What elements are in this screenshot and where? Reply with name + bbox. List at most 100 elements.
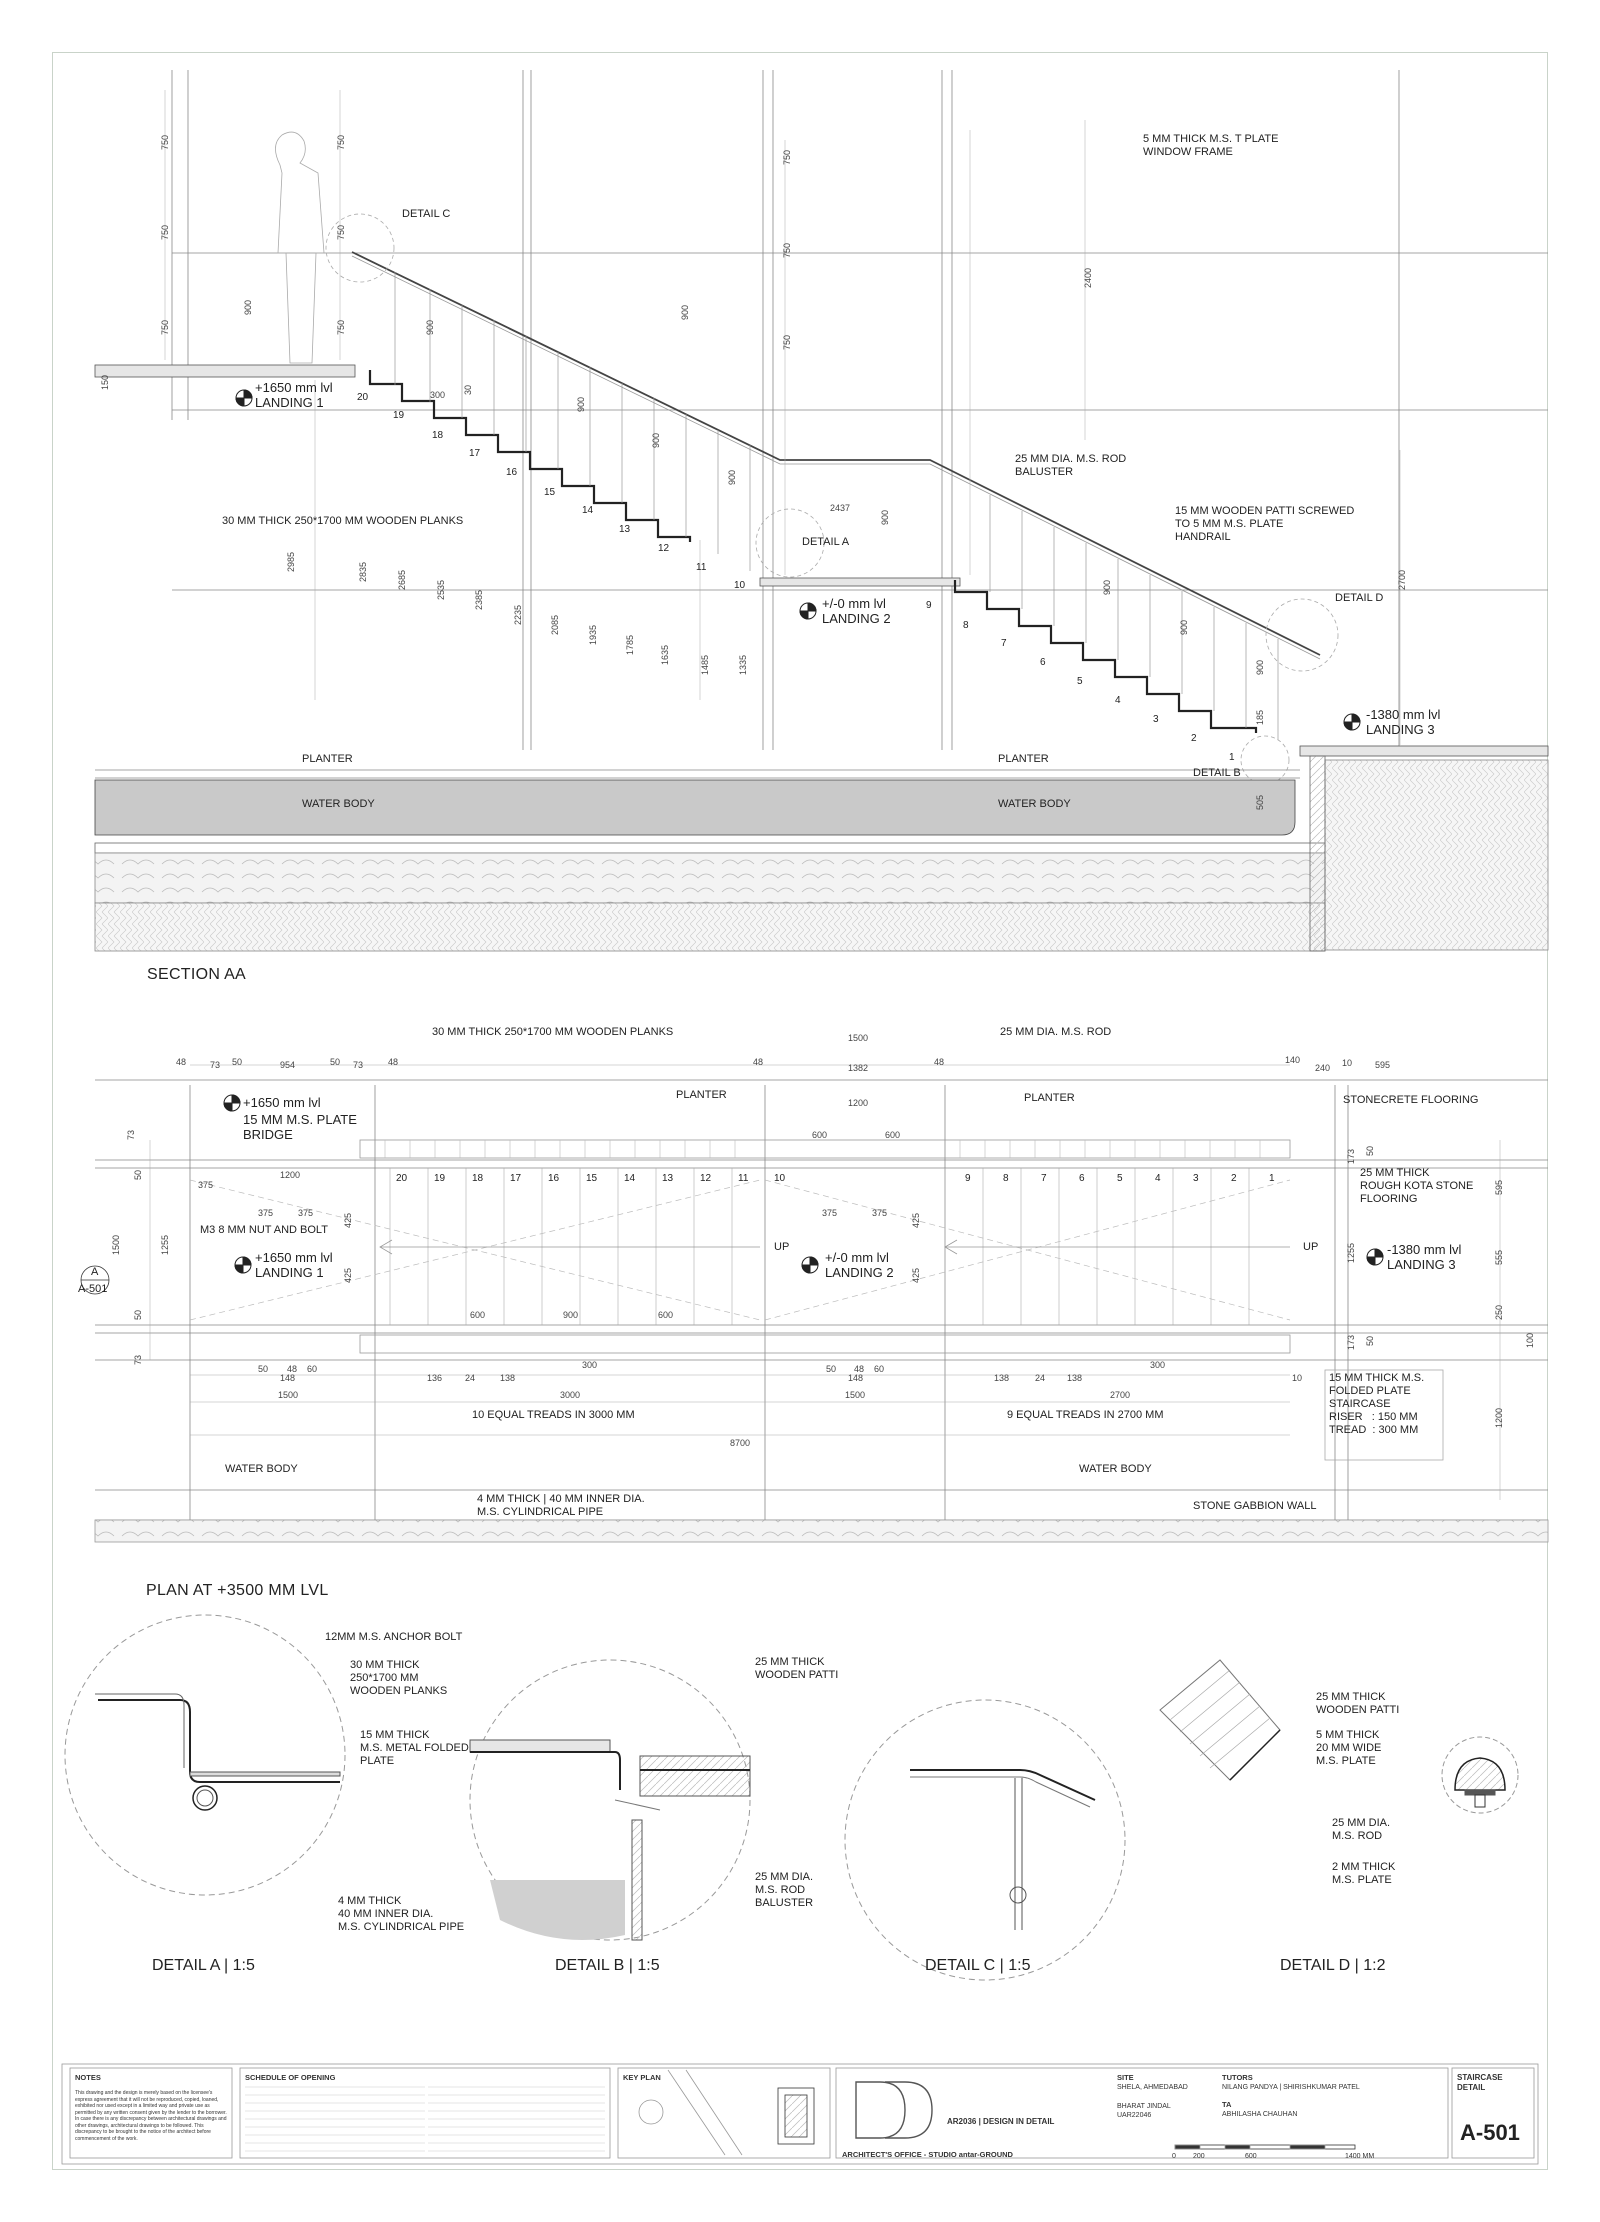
- sec-dim: 2437: [830, 503, 851, 513]
- plan-dim: 50: [826, 1364, 837, 1374]
- plan-dim: 8700: [730, 1438, 751, 1448]
- window-frame-note: 5 MM THICK M.S. T PLATE WINDOW FRAME: [1143, 133, 1279, 158]
- plan-dim: 173: [1346, 1148, 1356, 1164]
- tread-number: 19: [434, 1173, 446, 1184]
- tread-number: 12: [700, 1173, 712, 1184]
- plan-dim: 48: [854, 1364, 865, 1374]
- section-ref: A-501: [78, 1283, 108, 1295]
- sec-dim: 2700: [1397, 569, 1407, 590]
- sheet-number: A-501: [1460, 2120, 1520, 2145]
- sec-dim: 185: [1255, 709, 1265, 725]
- sec-dim: 1485: [700, 654, 710, 675]
- plan-dim: 73: [126, 1129, 136, 1140]
- schedule-heading: SCHEDULE OF OPENING: [245, 2073, 336, 2082]
- site-value: SHELA, AHMEDABAD: [1117, 2084, 1188, 2091]
- plan-dim: 1500: [278, 1390, 299, 1400]
- sec-dim: 505: [1255, 794, 1265, 810]
- detail-a-title: DETAIL A | 1:5: [152, 1957, 255, 1974]
- level-marker-plan-top: [223, 1094, 241, 1112]
- detail-d-tag: DETAIL D: [1335, 592, 1384, 604]
- folded-plate-note: 15 MM THICK M.S. FOLDED PLATE STAIRCASE …: [1329, 1372, 1425, 1436]
- sec-dim: 1335: [738, 654, 748, 675]
- plan-dim: 173: [1346, 1334, 1356, 1350]
- level-marker-plan-l1: [234, 1256, 252, 1274]
- sec-dim: 750: [336, 319, 346, 335]
- baluster-note: 25 MM DIA. M.S. ROD BALUSTER: [1015, 453, 1127, 478]
- plan-rod-note: 25 MM DIA. M.S. ROD: [1000, 1026, 1112, 1038]
- sec-dim: 750: [336, 224, 346, 240]
- sec-dim: 1635: [660, 644, 670, 665]
- plan-dim: 48: [287, 1364, 298, 1374]
- tread-number: 7: [1041, 1173, 1047, 1184]
- step-number: 18: [432, 430, 444, 441]
- level-marker-l3: [1343, 713, 1361, 731]
- plan-dim: 300: [582, 1360, 598, 1370]
- baluster-note-detail-c: 25 MM DIA. M.S. ROD BALUSTER: [755, 1871, 814, 1909]
- plan-dim: 50: [133, 1169, 143, 1180]
- plan-level-l3: -1380 mm lvl LANDING 3: [1387, 1242, 1462, 1272]
- sec-dim: 1785: [625, 634, 635, 655]
- sec-dim: 2835: [358, 561, 368, 582]
- step-number: 9: [926, 600, 932, 611]
- tread-number: 6: [1079, 1173, 1085, 1184]
- folded-plate-note-detail: 15 MM THICK M.S. METAL FOLDED PLATE: [360, 1729, 469, 1767]
- stonecrete-note: STONECRETE FLOORING: [1343, 1094, 1479, 1106]
- sec-dim: 900: [243, 299, 253, 315]
- plan-dim: 595: [1494, 1179, 1504, 1195]
- notes-body: This drawing and the design is merely ba…: [75, 2090, 227, 2142]
- step-number: 2: [1191, 733, 1197, 744]
- scale-1400: 1400 MM: [1345, 2153, 1375, 2160]
- sec-dim: 2535: [436, 579, 446, 600]
- plan-dim: 48: [176, 1057, 187, 1067]
- tutors-heading: TUTORS: [1222, 2073, 1253, 2082]
- sec-dim: 2385: [474, 589, 484, 610]
- keyplan-heading: KEY PLAN: [623, 2073, 661, 2082]
- tread-number: 5: [1117, 1173, 1123, 1184]
- step-number: 1: [1229, 752, 1235, 763]
- ta-value: ABHILASHA CHAUHAN: [1222, 2111, 1298, 2118]
- tread-number: 3: [1193, 1173, 1199, 1184]
- plan-dim: 600: [470, 1310, 486, 1320]
- patti-note-detail-d: 25 MM THICK WOODEN PATTI: [1316, 1691, 1400, 1716]
- plate-note-detail-d: 5 MM THICK 20 MM WIDE M.S. PLATE: [1316, 1729, 1382, 1767]
- level-marker-l2: [799, 602, 817, 620]
- plan-dim: 10: [1342, 1058, 1353, 1068]
- plan-dim: 1500: [111, 1234, 121, 1255]
- sec-dim: 150: [100, 374, 110, 390]
- plan-dim: 425: [911, 1267, 921, 1283]
- step-number: 5: [1077, 676, 1083, 687]
- plan-dim: 50: [1365, 1145, 1375, 1156]
- course-label: AR2036 | DESIGN IN DETAIL: [947, 2117, 1055, 2126]
- sec-dim: 2985: [286, 551, 296, 572]
- sec-dim: 30: [463, 384, 473, 395]
- step-number: 3: [1153, 714, 1159, 725]
- plan-dim: 138: [500, 1373, 516, 1383]
- plan-dim: 375: [822, 1208, 838, 1218]
- plan-dim: 425: [343, 1267, 353, 1283]
- step-number: 13: [619, 524, 631, 535]
- sec-dim: 2685: [397, 569, 407, 590]
- plan-dim: 375: [198, 1180, 214, 1190]
- sec-dim: 750: [160, 134, 170, 150]
- tread-number: 20: [396, 1173, 408, 1184]
- section-planter-1: PLANTER: [302, 753, 353, 765]
- plan-water-body-1: WATER BODY: [225, 1463, 298, 1475]
- section-level-l1: +1650 mm lvl LANDING 1: [255, 380, 333, 410]
- plan-dim: 24: [1035, 1373, 1046, 1383]
- plan-dim: 300: [1150, 1360, 1166, 1370]
- rod-note-detail-d: 25 MM DIA. M.S. ROD: [1332, 1817, 1391, 1842]
- plan-bridge-note: 15 MM M.S. PLATE BRIDGE: [243, 1112, 357, 1142]
- sec-dim: 750: [160, 224, 170, 240]
- sec-dim: 900: [1179, 619, 1189, 635]
- plan-dim: 1382: [848, 1063, 869, 1073]
- sec-dim: 2400: [1083, 267, 1093, 288]
- plan-dim: 600: [812, 1130, 828, 1140]
- tread-number: 16: [548, 1173, 560, 1184]
- pipe-note-detail: 4 MM THICK 40 MM INNER DIA. M.S. CYLINDR…: [338, 1895, 465, 1933]
- up-label-2: UP: [1303, 1241, 1319, 1253]
- sec-dim: 1935: [588, 624, 598, 645]
- plan-dim: 24: [465, 1373, 476, 1383]
- sec-dim: 2235: [513, 604, 523, 625]
- plan-dim: 425: [911, 1212, 921, 1228]
